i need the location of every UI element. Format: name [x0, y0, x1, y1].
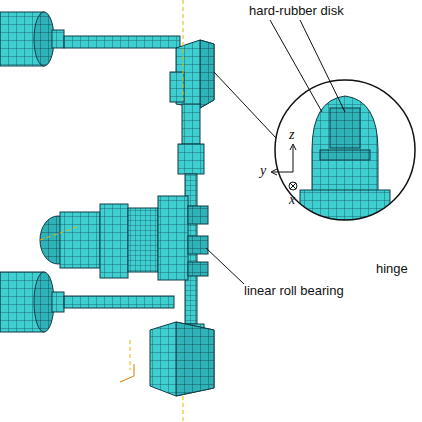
part-label: hard-rubber disk: [249, 4, 344, 17]
axis-label: x: [289, 193, 295, 207]
axis-label: z: [289, 128, 294, 142]
axis-label: y: [260, 164, 266, 178]
part-label: linear roll bearing: [244, 284, 344, 297]
part-label: hinge: [376, 262, 408, 275]
